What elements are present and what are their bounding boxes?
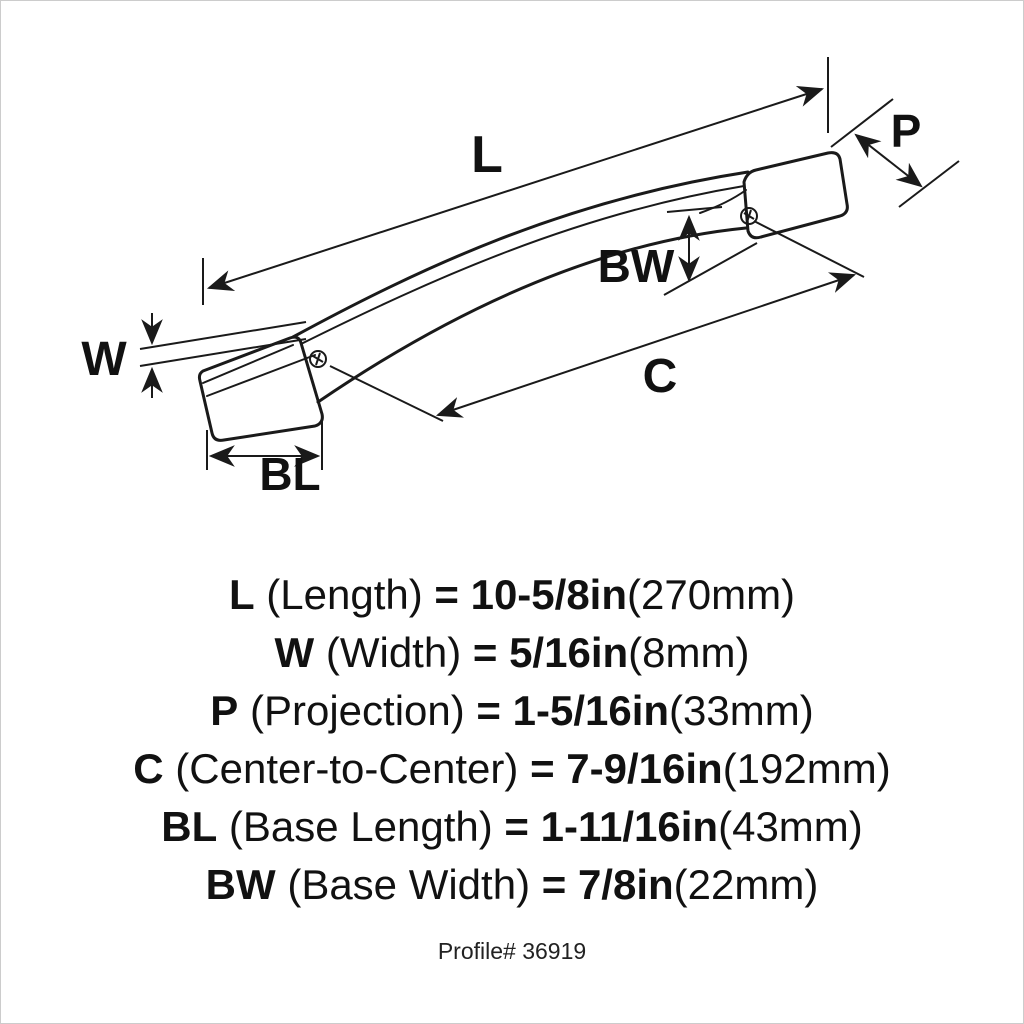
spec-equals: = <box>472 629 498 676</box>
spec-metric: (270mm) <box>627 571 796 618</box>
spec-row-length: L (Length) = 10-5/8in(270mm) <box>0 566 1024 624</box>
label-base-width: BW <box>598 240 675 292</box>
left-neck-line <box>202 344 294 384</box>
left-base-pad <box>197 335 324 442</box>
spec-abbr: W <box>274 629 315 676</box>
bar-top-edge <box>291 170 750 339</box>
spec-name: (Base Length) <box>228 803 493 850</box>
spec-metric: (33mm) <box>669 687 814 734</box>
spec-row-base-length: BL (Base Length) = 1-11/16in(43mm) <box>0 798 1024 856</box>
spec-name: (Length) <box>266 571 423 618</box>
dimension-lines <box>139 57 960 470</box>
spec-abbr: L <box>228 571 255 618</box>
center-extension-right <box>753 220 865 278</box>
base-width-extension-bottom <box>663 242 758 296</box>
center-extension-left <box>329 365 444 422</box>
spec-abbr: P <box>210 687 239 734</box>
label-base-length: BL <box>259 448 320 500</box>
handle-diagram: L W P BW C BL <box>81 57 960 500</box>
spec-value: 7/8in <box>577 861 674 908</box>
spec-abbr: BL <box>161 803 218 850</box>
label-length: L <box>471 126 503 184</box>
label-width: W <box>81 333 127 386</box>
spec-metric: (192mm) <box>722 745 891 792</box>
left-neck-line-2 <box>206 354 316 397</box>
width-extension-bottom <box>139 338 307 367</box>
spec-metric: (22mm) <box>673 861 819 908</box>
profile-number: Profile# 36919 <box>437 938 587 964</box>
bar-inner-ridge <box>300 185 745 345</box>
spec-equals: = <box>434 571 459 618</box>
left-screw-icon <box>309 350 327 368</box>
spec-name: (Width) <box>325 629 462 676</box>
label-center-to-center: C <box>643 350 678 403</box>
spec-row-width: W (Width) = 5/16in(8mm) <box>0 624 1024 682</box>
base-width-extension-top <box>666 206 723 213</box>
label-projection: P <box>891 105 922 157</box>
dimension-labels: L W P BW C BL <box>81 105 921 500</box>
spec-name: (Projection) <box>249 687 465 734</box>
spec-value: 5/16in <box>509 629 629 676</box>
spec-abbr: C <box>133 745 164 792</box>
projection-extension-bottom <box>898 160 960 208</box>
projection-arrow <box>854 133 923 188</box>
spec-value: 7-9/16in <box>566 745 723 792</box>
spec-value: 10-5/8in <box>470 571 628 618</box>
spec-equals: = <box>541 861 567 908</box>
spec-abbr: BW <box>205 861 276 908</box>
left-screw-slot <box>312 352 324 366</box>
spec-equals: = <box>530 745 555 792</box>
spec-row-center-to-center: C (Center-to-Center) = 7-9/16in(192mm) <box>0 740 1024 798</box>
spec-value: 1-5/16in <box>512 687 670 734</box>
length-arrow <box>206 86 825 291</box>
spec-row-projection: P (Projection) = 1-5/16in(33mm) <box>0 682 1024 740</box>
spec-name: (Center-to-Center) <box>175 745 519 792</box>
spec-metric: (8mm) <box>628 629 750 676</box>
center-arrow <box>435 272 857 418</box>
projection-extension-top <box>830 98 894 148</box>
spec-list: L (Length) = 10-5/8in(270mm) W (Width) =… <box>0 566 1024 914</box>
spec-name: (Base Width) <box>287 861 531 908</box>
spec-row-base-width: BW (Base Width) = 7/8in(22mm) <box>0 856 1024 914</box>
handle-outline <box>197 151 849 442</box>
bar-bottom-edge <box>316 226 748 404</box>
width-extension-top <box>139 321 307 350</box>
right-base-pad <box>742 151 849 240</box>
spec-metric: (43mm) <box>718 803 863 850</box>
spec-value: 1-11/16in <box>540 803 719 850</box>
spec-equals: = <box>476 687 501 734</box>
spec-equals: = <box>504 803 529 850</box>
